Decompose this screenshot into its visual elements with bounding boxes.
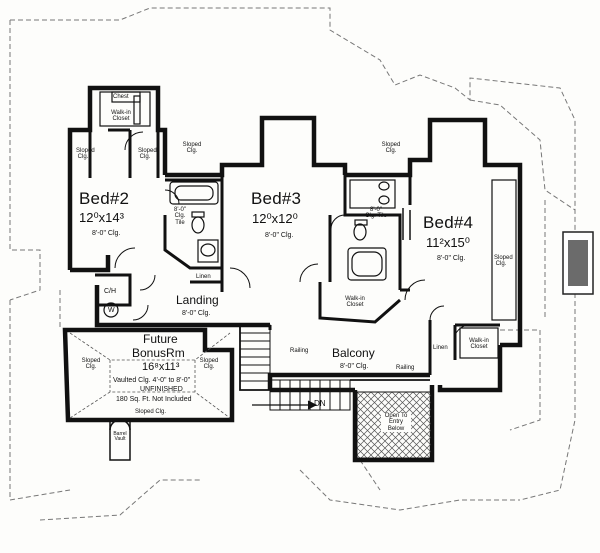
stairs bbox=[239, 324, 351, 411]
bed2-size: 12⁰x14³ bbox=[79, 210, 124, 225]
bonus-slope-lines bbox=[69, 332, 231, 419]
linen-label-2: Linen bbox=[433, 345, 448, 351]
bath1-fixtures bbox=[169, 181, 219, 263]
sloped-clg-label-5: Sloped Clg. bbox=[494, 255, 513, 268]
stair-dn-label: DN bbox=[314, 399, 326, 408]
bed4-closet bbox=[459, 179, 517, 359]
bed3-ceiling: 8'-0" Clg. bbox=[265, 232, 294, 239]
sloped-clg-label-4: Sloped Clg. bbox=[381, 142, 401, 155]
sloped-clg-label-6: Sloped Clg. bbox=[81, 358, 101, 371]
roof-outline bbox=[9, 7, 576, 521]
balcony-name: Balcony bbox=[332, 346, 375, 360]
bonus-size: 16⁸x11³ bbox=[142, 361, 180, 373]
railing-label-1: Railing bbox=[290, 348, 309, 354]
sloped-clg-label-7: Sloped Clg. bbox=[199, 358, 219, 371]
bed2-name: Bed#2 bbox=[79, 189, 130, 208]
landing-ceiling: 8'-0" Clg. bbox=[182, 310, 211, 317]
landing-name: Landing bbox=[176, 293, 219, 307]
bed3-closet-label: Walk-in Closet bbox=[345, 296, 365, 309]
ch-label: C/H bbox=[104, 288, 117, 295]
window-marks bbox=[402, 208, 411, 240]
railing-label-2: Railing bbox=[396, 365, 415, 371]
chimney bbox=[562, 231, 594, 295]
w-label: W bbox=[108, 307, 115, 314]
bed4-closet-label: Walk-in Closet bbox=[469, 338, 489, 351]
bonus-status: UNFINISHED bbox=[140, 386, 183, 393]
sloped-clg-label-1: Sloped Clg. bbox=[76, 148, 95, 161]
barrel-vault-label: Barrel Vault bbox=[113, 431, 127, 443]
chest-label: Chest bbox=[113, 94, 129, 100]
bath1-ceiling-label: 8'-0" Clg. Tile bbox=[174, 207, 186, 226]
open-entry-label: Open To Entry Below bbox=[381, 413, 411, 432]
bed3-name: Bed#3 bbox=[251, 189, 302, 208]
railings bbox=[239, 325, 430, 391]
sloped-clg-label-2: Sloped Clg. bbox=[138, 148, 157, 161]
interior-walls bbox=[88, 128, 500, 375]
bonus-name-line1: Future bbox=[143, 332, 178, 346]
door-swings bbox=[114, 131, 471, 342]
bonus-name-line2: BonusRm bbox=[132, 346, 185, 360]
bed4-name: Bed#4 bbox=[423, 213, 474, 232]
top-closet bbox=[99, 91, 151, 127]
bed2-ceiling: 8'-0" Clg. bbox=[92, 230, 121, 237]
sloped-clg-label-3: Sloped Clg. bbox=[182, 142, 202, 155]
linen-label-1: Linen bbox=[196, 274, 211, 280]
bonus-ceiling: Vaulted Clg. 4'-0" to 8'-0" bbox=[113, 377, 191, 384]
barrel-vault bbox=[109, 419, 131, 461]
bath2-ceiling-label: 8'-0" Clg. Tile bbox=[365, 207, 387, 220]
balcony-ceiling: 8'-0" Clg. bbox=[340, 363, 369, 370]
bed4-ceiling: 8'-0" Clg. bbox=[437, 255, 466, 262]
mechanical bbox=[103, 302, 119, 318]
bed4-size: 11²x15⁰ bbox=[426, 235, 470, 250]
bonus-note: 180 Sq. Ft. Not Included bbox=[116, 396, 192, 403]
exterior-walls bbox=[62, 85, 523, 463]
bath2-fixtures bbox=[347, 179, 396, 281]
top-walk-in-closet-label: Walk-in Closet bbox=[111, 110, 131, 123]
bed3-size: 12⁰x12⁰ bbox=[252, 211, 298, 226]
sloped-clg-label-8: Sloped Clg. bbox=[135, 409, 167, 415]
